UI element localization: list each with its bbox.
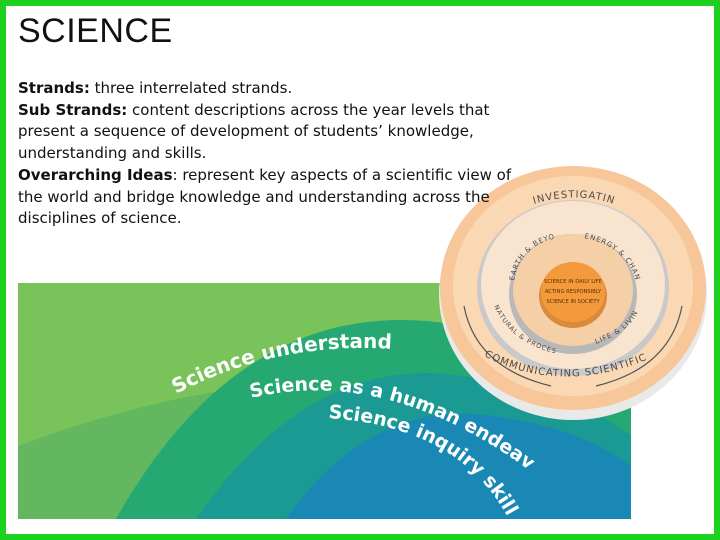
- substrands-label: Sub Strands:: [18, 100, 128, 119]
- strands-label: Strands:: [18, 79, 90, 97]
- overarching-text: : represent key aspects of a scientific …: [18, 165, 512, 228]
- strands-text: three interrelated strands.: [89, 79, 293, 97]
- overarching-label: Overarching Ideas: [18, 165, 173, 184]
- core-label-acting-responsibly: ACTING RESPONSIBLY: [545, 289, 602, 295]
- substrands-text: content descriptions across the year lev…: [18, 100, 490, 163]
- core-label-science-society: SCIENCE IN SOCIETY: [546, 299, 600, 305]
- page-title: SCIENCE: [18, 12, 173, 50]
- core-label-daily-life: SCIENCE IN DAILY LIFE: [544, 279, 602, 285]
- body-text: Strands: three interrelated strands. Sub…: [18, 78, 538, 230]
- strands-diagram: Science understanding Science as a human…: [6, 6, 707, 519]
- circle-diagram: [439, 166, 707, 420]
- fan-band-inquiry-skills: [286, 413, 631, 519]
